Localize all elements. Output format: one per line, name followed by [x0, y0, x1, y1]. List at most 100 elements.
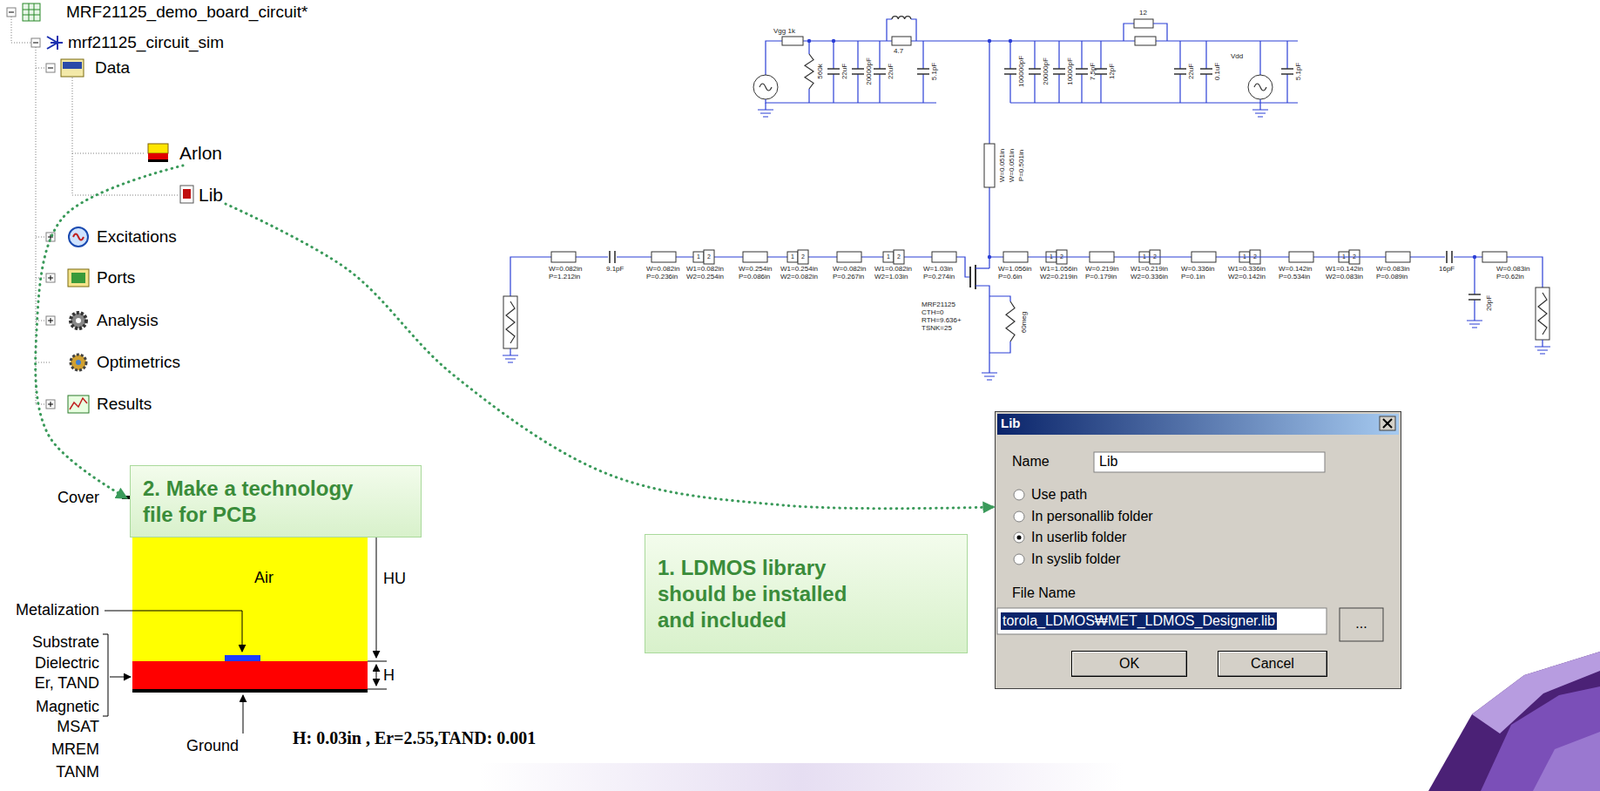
drawing-stroke: [1017, 535, 1022, 541]
component-value: 5.1pF: [1294, 62, 1303, 81]
drawing-stroke: [1471, 651, 1600, 734]
drawing-stroke: [878, 40, 880, 69]
drawing-stroke: [742, 251, 768, 263]
port-number: 1: [1049, 253, 1054, 261]
drawing-stroke: [693, 251, 704, 263]
tree-item-label: mrf21125_circuit_sim: [67, 33, 224, 53]
layer-label: Ground: [186, 736, 239, 756]
dialog-button: OK: [1071, 650, 1188, 677]
drawing-stroke: [224, 654, 261, 662]
component-value: W=1.03in P=0.274in: [923, 264, 964, 281]
drawing-stroke: [1259, 102, 1261, 110]
drawing-stroke: [104, 610, 243, 652]
drawing-stroke: [551, 251, 576, 263]
drawing-stroke: [1013, 511, 1025, 522]
drawing-stroke: [989, 256, 1543, 288]
drawing-stroke: [31, 38, 41, 48]
drawing-stroke: [1013, 532, 1025, 543]
drawing-stroke: [1281, 68, 1294, 75]
drawing-stroke: [1009, 74, 1011, 103]
drawing-stroke: [857, 74, 858, 103]
dialog-label: Name: [1012, 453, 1050, 470]
drawing-stroke: [1013, 553, 1025, 565]
component-value: W=0.051in: [1007, 148, 1016, 183]
drawing-stroke: [1473, 299, 1475, 314]
decoration: [479, 651, 1600, 791]
component-value: 20000pF: [1041, 57, 1050, 86]
drawing-stroke: [804, 54, 814, 89]
component-value: W=0.083in P=0.62in: [1496, 264, 1537, 281]
layer-label: MREM: [51, 740, 100, 759]
drawing-stroke: [851, 68, 865, 75]
drawing-stroke: [989, 341, 1011, 353]
drawing-stroke: [997, 413, 1399, 435]
component-value: P=0.501in: [1017, 149, 1026, 182]
dialog-label: In personallib folder: [1031, 508, 1154, 525]
port-number: 2: [897, 253, 901, 261]
component-value: W=1.056in P=0.6in: [998, 264, 1039, 281]
callout-box: 1. LDMOS library should be installed and…: [644, 533, 968, 654]
drawing-stroke: [873, 68, 886, 75]
drawing-stroke: [182, 189, 191, 199]
drawing-stroke: [148, 153, 169, 160]
drawing-stroke: [1123, 23, 1135, 41]
drawing-stroke: [1286, 74, 1288, 103]
drawing-stroke: [1179, 40, 1181, 69]
drawing-stroke: [1174, 68, 1187, 75]
component-value: 20000pF: [864, 57, 873, 86]
drawing-stroke: [893, 249, 905, 264]
tree-item-label: Analysis: [96, 310, 159, 331]
drawing-stroke: [911, 19, 917, 41]
port-number: 2: [801, 253, 805, 261]
drawing-stroke: [832, 40, 834, 69]
drawing-stroke: [46, 63, 55, 73]
drawing-stroke: [969, 266, 972, 288]
drawing-stroke: [857, 40, 858, 69]
drawing-stroke: [70, 312, 87, 329]
component-value: W=0.219in P=0.179in: [1085, 264, 1126, 281]
component-value: W1=0.219in W2=0.336in: [1130, 264, 1171, 281]
drawing-stroke: [987, 255, 992, 259]
spec-note: H: 0.03in , Er=2.55,TAND: 0.001: [292, 727, 536, 749]
tree-item-text: Arlon: [179, 141, 223, 165]
drawing-stroke: [1028, 68, 1041, 75]
dialog-label: File Name: [1012, 585, 1076, 601]
drawing-stroke: [503, 296, 518, 349]
drawing-stroke: [1473, 313, 1475, 321]
drawing-stroke: [1013, 489, 1025, 500]
drawing-stroke: [33, 42, 39, 44]
drawing-stroke: [1179, 74, 1181, 103]
port-number: 2: [707, 253, 711, 261]
component-value: W1=1.056in W2=0.219in: [1039, 264, 1081, 281]
drawing-stroke: [67, 395, 89, 413]
drawing-stroke: [1534, 346, 1551, 354]
drawing-stroke: [1005, 301, 1015, 342]
drawing-stroke: [609, 250, 615, 264]
drawing-stroke: [1541, 339, 1543, 347]
component-value: W1=0.082in W2=0.254in: [686, 264, 727, 281]
drawing-stroke: [886, 19, 892, 41]
drawing-stroke: [1080, 74, 1082, 103]
drawing-stroke: [922, 74, 924, 103]
port-number: 1: [886, 253, 891, 261]
component-value: MRF21125 CTH=0 RTH=9.636+ TSNK=25: [921, 300, 966, 332]
drawing-stroke: [987, 39, 992, 43]
drawing-stroke: [1010, 101, 1298, 103]
tree-item: Lib: [198, 183, 223, 207]
drawing-stroke: [70, 354, 87, 371]
dialog-label: Lib: [1099, 453, 1118, 470]
drawing-stroke: [62, 61, 82, 69]
drawing-stroke: [1472, 255, 1477, 259]
drawing-stroke: [47, 401, 54, 407]
drawing-stroke: [1468, 294, 1481, 300]
drawing-stroke: [1008, 39, 1013, 43]
drawing-stroke: [988, 365, 990, 373]
drawing-stroke: [132, 688, 368, 693]
substrate-stackup-text: Air: [254, 568, 274, 588]
port-number: 2: [1153, 253, 1157, 261]
drawing-stroke: [60, 59, 84, 77]
drawing-stroke: [47, 317, 54, 324]
drawing-stroke: [1538, 292, 1547, 335]
drawing-stroke: [22, 3, 41, 21]
